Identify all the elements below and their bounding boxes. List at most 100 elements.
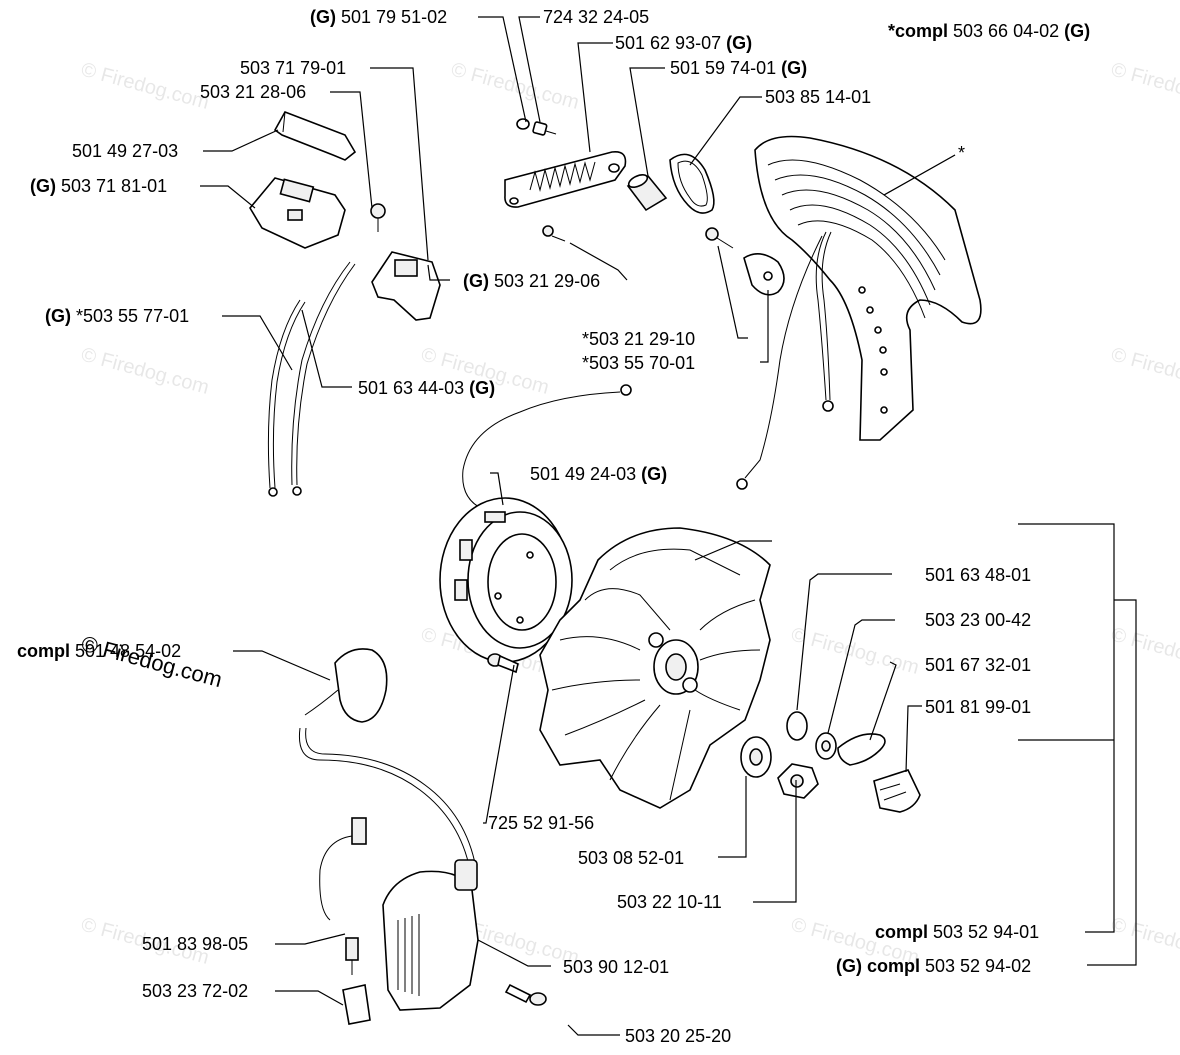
label-503-71-79-01: 503 71 79-01: [240, 58, 346, 78]
label-724-32-24-05: 724 32 24-05: [543, 7, 649, 27]
label-prefix: (G): [30, 176, 61, 196]
label-code: 501 83 98-05: [142, 934, 248, 954]
label-prefix: (G): [463, 271, 494, 291]
label-code: 501 62 93-07: [615, 33, 726, 53]
label-prefix: *compl: [888, 21, 953, 41]
label-prefix: compl: [17, 641, 75, 661]
spacer-tube: [626, 174, 668, 212]
watermark-tiles: © Firedog.com © Firedog.com © Firedog.co…: [79, 59, 1180, 969]
cover-ground-wire: [736, 231, 834, 490]
label-501-83-98-05: 501 83 98-05: [142, 934, 248, 954]
label-code: 503 21 28-06: [200, 82, 306, 102]
label-code: 501 79 51-02: [341, 7, 447, 27]
label-501-63-44-03: 501 63 44-03 (G): [358, 378, 495, 398]
label-code: 503 90 12-01: [563, 957, 669, 977]
label-code: *: [958, 143, 965, 163]
label-503-21-29-10: *503 21 29-10: [582, 329, 695, 349]
label-code: 725 52 91-56: [488, 813, 594, 833]
label-503-21-29-06: (G) 503 21 29-06: [463, 271, 600, 291]
oval-gasket: [669, 153, 715, 214]
label-suffix: (G): [641, 464, 667, 484]
label-code: 501 63 48-01: [925, 565, 1031, 585]
label-503-85-14-01: 503 85 14-01: [765, 87, 871, 107]
label-code: 503 71 81-01: [61, 176, 167, 196]
module-body: [249, 177, 346, 249]
label-code: 503 66 04-02: [953, 21, 1064, 41]
small-screw-washer: [516, 118, 557, 136]
label-501-79-51-02: (G) 501 79 51-02: [310, 7, 447, 27]
flywheel: [539, 527, 771, 809]
ignition-module: [382, 859, 479, 1011]
label-asterisk: *: [958, 143, 965, 163]
label-code: 503 08 52-01: [578, 848, 684, 868]
label-code: 501 59 74-01: [670, 58, 781, 78]
label-503-66-04-02: *compl 503 66 04-02 (G): [888, 21, 1090, 41]
label-code: 501 48 54-02: [75, 641, 181, 661]
watermark-text: © Firedog.com: [79, 344, 212, 399]
label-501-49-24-03: 501 49 24-03 (G): [530, 464, 667, 484]
label-code: 724 32 24-05: [543, 7, 649, 27]
label-503-08-52-01: 503 08 52-01: [578, 848, 684, 868]
label-code: 501 81 99-01: [925, 697, 1031, 717]
label-503-23-00-42: 503 23 00-42: [925, 610, 1031, 630]
label-code: 501 63 44-03: [358, 378, 469, 398]
connector-block: [370, 203, 441, 321]
label-code: 503 71 79-01: [240, 58, 346, 78]
flywheel-cover: [754, 135, 982, 441]
watermark-text: © Firedog.com: [1109, 344, 1180, 399]
label-suffix: (G): [469, 378, 495, 398]
label-prefix: (G): [310, 7, 341, 27]
label-501-62-93-07: 501 62 93-07 (G): [615, 33, 752, 53]
cable-clamp: [705, 227, 785, 296]
spark-plug-cap: [298, 648, 477, 871]
label-code: 501 49 24-03: [530, 464, 641, 484]
watermark-text: © Firedog.com: [449, 59, 582, 114]
starter-hardware: [740, 711, 921, 813]
label-prefix: (G) compl: [836, 956, 925, 976]
label-503-55-77-01: (G) *503 55 77-01: [45, 306, 189, 326]
watermark-text: © Firedog.com: [789, 624, 922, 679]
watermark-text: © Firedog.com: [1109, 624, 1180, 679]
label-503-52-94-02: (G) compl 503 52 94-02: [836, 956, 1031, 976]
label-501-48-54-02: compl 501 48 54-02: [17, 641, 181, 661]
label-code: *503 55 70-01: [582, 353, 695, 373]
label-code: 501 67 32-01: [925, 655, 1031, 675]
label-code: 503 52 94-01: [933, 922, 1039, 942]
label-501-63-48-01: 501 63 48-01: [925, 565, 1031, 585]
label-suffix: (G): [726, 33, 752, 53]
label-501-67-32-01: 501 67 32-01: [925, 655, 1031, 675]
label-code: *503 21 29-10: [582, 329, 695, 349]
label-prefix: (G): [45, 306, 76, 326]
label-prefix: compl: [875, 922, 933, 942]
label-suffix: (G): [781, 58, 807, 78]
label-503-90-12-01: 503 90 12-01: [563, 957, 669, 977]
ignition-coil-stator: [439, 497, 573, 663]
label-code: 503 20 25-20: [625, 1026, 731, 1046]
watermark-text: © Firedog.com: [1109, 59, 1180, 114]
label-503-20-25-20: 503 20 25-20: [625, 1026, 731, 1046]
label-code: 501 49 27-03: [72, 141, 178, 161]
label-503-22-10-11: 503 22 10-11: [617, 892, 722, 912]
label-suffix: (G): [1064, 21, 1090, 41]
label-503-23-72-02: 503 23 72-02: [142, 981, 248, 1001]
module-bracket: [273, 111, 357, 161]
label-code: 503 85 14-01: [765, 87, 871, 107]
label-503-21-28-06: 503 21 28-06: [200, 82, 306, 102]
leader-lines: [200, 16, 1137, 1036]
label-725-52-91-56: 725 52 91-56: [488, 813, 594, 833]
label-503-55-70-01: *503 55 70-01: [582, 353, 695, 373]
watermark-text: © Firedog.com: [1109, 914, 1180, 969]
cable-pair: [267, 261, 356, 497]
watermark-text: © Firedog.com: [79, 59, 212, 114]
coil-ground-wire: [462, 384, 632, 511]
watermark-overlay: © Firedog.com: [79, 631, 225, 693]
label-code: 503 21 29-06: [494, 271, 600, 291]
label-503-52-94-01: compl 503 52 94-01: [875, 922, 1039, 942]
label-code: 503 52 94-02: [925, 956, 1031, 976]
label-503-71-81-01: (G) 503 71 81-01: [30, 176, 167, 196]
part-labels: (G) 501 79 51-02 724 32 24-05 501 62 93-…: [17, 7, 1090, 1046]
label-501-49-27-03: 501 49 27-03: [72, 141, 178, 161]
heat-shield-plate: [504, 150, 627, 208]
bottom-screw: [504, 983, 547, 1006]
